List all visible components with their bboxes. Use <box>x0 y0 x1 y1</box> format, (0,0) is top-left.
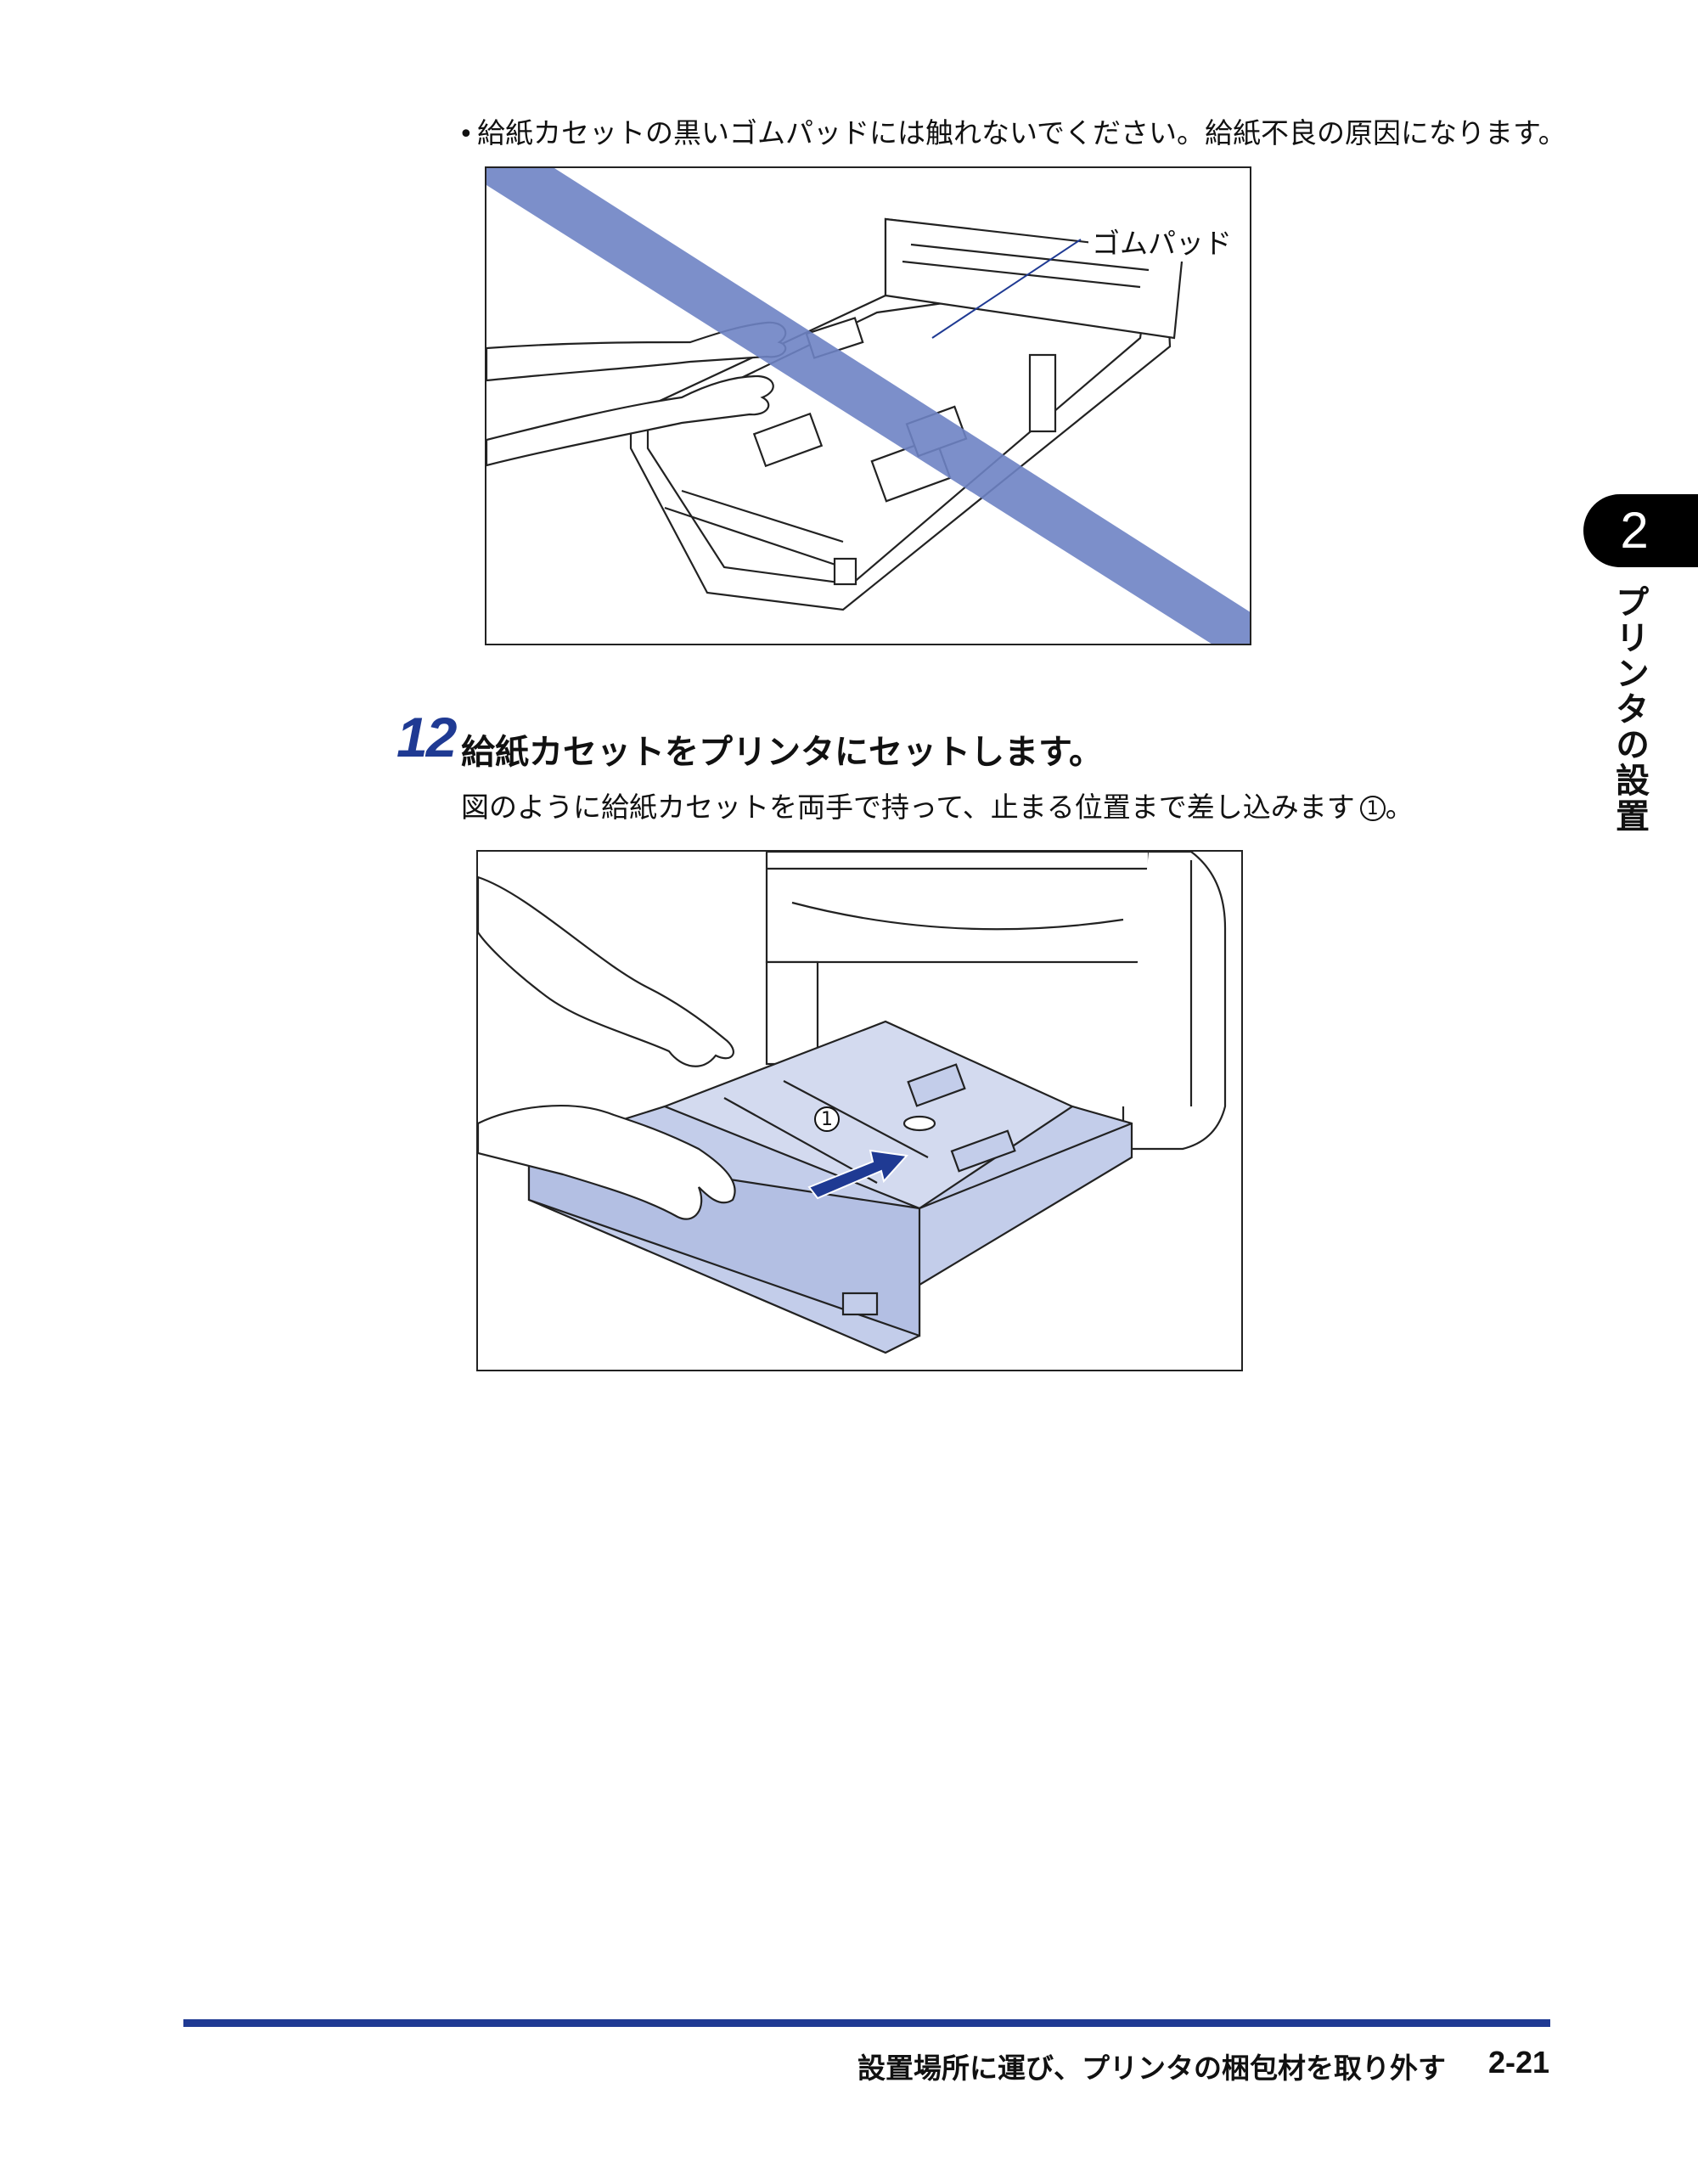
step-title: 給紙カセットをプリンタにセットします。 <box>461 733 1103 772</box>
chapter-tab: 2 <box>1583 494 1698 567</box>
insert-cassette-illustration <box>478 852 1227 1354</box>
rubber-pad-callout: ゴムパッド <box>1088 221 1235 262</box>
prohibited-band <box>486 168 1250 644</box>
cassette-illustration <box>486 168 1250 644</box>
bullet: • <box>458 120 474 149</box>
figure-do-not-touch-rubber-pad: ゴムパッド <box>485 166 1251 645</box>
page-number: 2-21 <box>1488 2045 1550 2080</box>
step-marker-1: 1 <box>814 1106 840 1132</box>
step-description-end: 。 <box>1385 791 1414 824</box>
step-description-text: 図のように給紙カセットを両手で持って、止まる位置まで差し込みます <box>461 791 1355 824</box>
footer-section-title: 設置場所に運び、プリンタの梱包材を取り外す <box>857 2052 1446 2085</box>
chapter-label: プリンタの設置 <box>1610 584 1649 834</box>
footer-rule <box>183 2019 1550 2027</box>
insert-arrow <box>807 1149 909 1200</box>
chapter-number: 2 <box>1620 502 1649 559</box>
step-number: 12 <box>396 706 457 768</box>
hands-drawing <box>478 875 736 1220</box>
circled-marker: 1 <box>1359 796 1386 821</box>
callout-leader <box>931 239 1082 339</box>
printer-body-drawing <box>765 852 1227 1151</box>
figure-insert-cassette: 1 <box>476 850 1243 1371</box>
caution-note: •給紙カセットの黒いゴムパッドには触れないでください。給紙不良の原因になります。 <box>458 113 1566 155</box>
note-text: 給紙カセットの黒いゴムパッドには触れないでください。給紙不良の原因になります。 <box>477 116 1566 149</box>
